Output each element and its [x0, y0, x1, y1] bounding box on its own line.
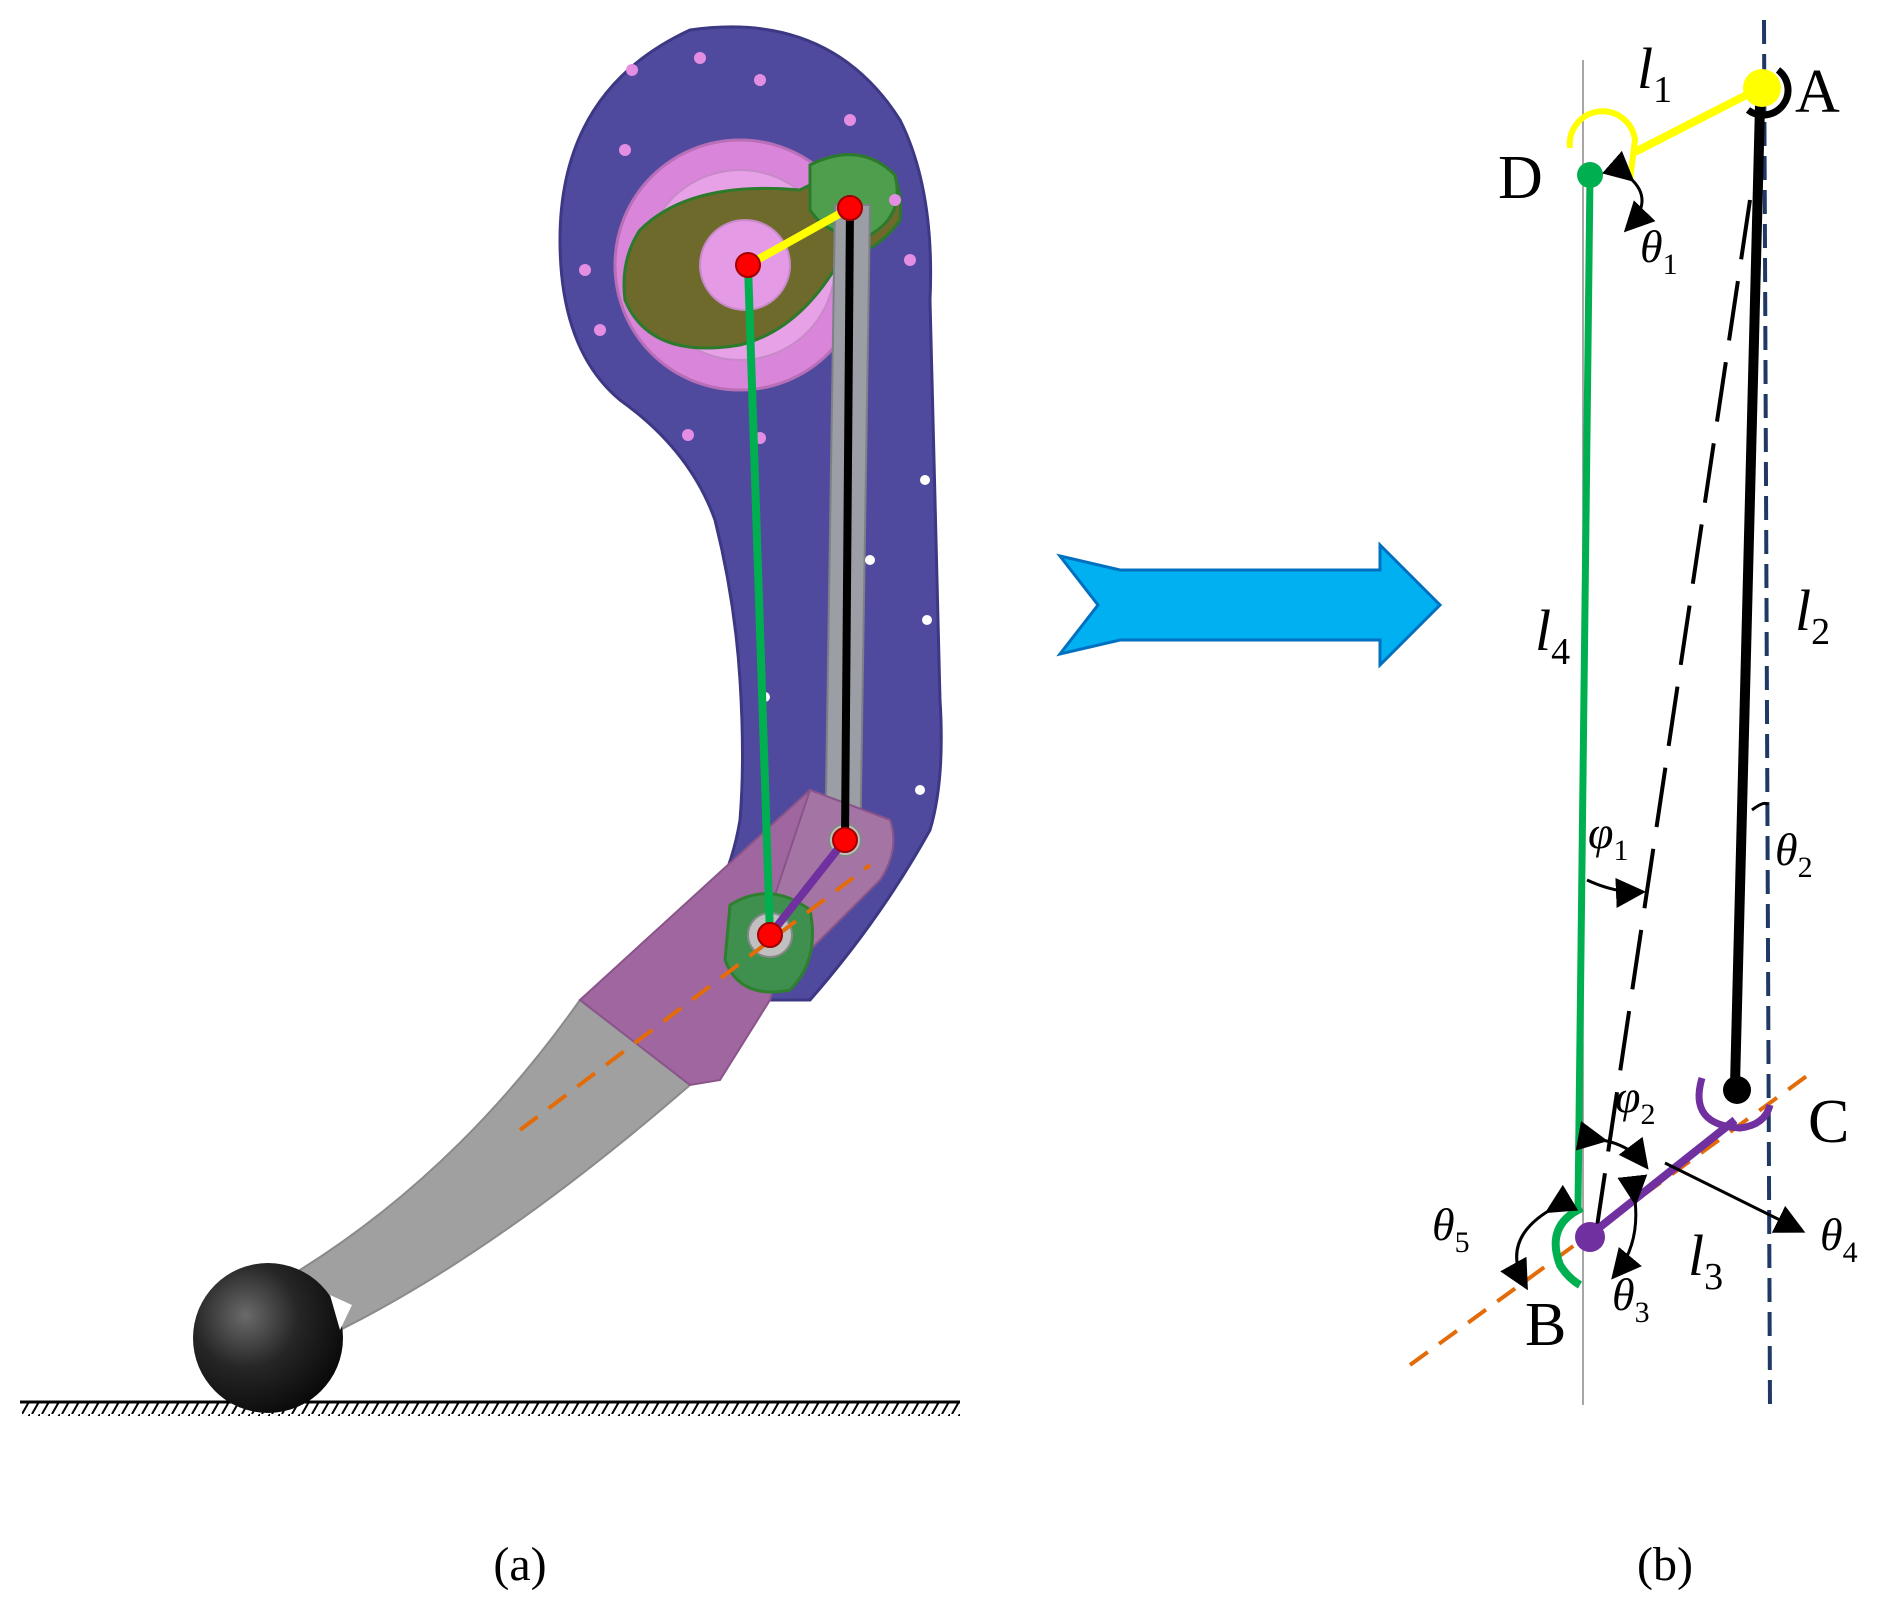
panel-a-leg-model: (a)	[20, 25, 960, 1591]
theta1-arrow	[1602, 150, 1656, 233]
link-l1-model	[746, 204, 852, 269]
phi1-arrow	[1586, 877, 1646, 908]
label-l2: l2	[1795, 578, 1830, 653]
link-l2	[1730, 104, 1765, 1086]
label-l4: l4	[1535, 598, 1570, 673]
joint-markers	[735, 195, 863, 948]
label-theta4: θ4	[1820, 1209, 1858, 1269]
label-theta2: θ2	[1775, 824, 1813, 884]
label-l3: l3	[1688, 1223, 1723, 1298]
vertical-reference-a	[1762, 19, 1772, 1411]
right-arrow-icon	[1056, 541, 1443, 669]
label-phi1: φ1	[1588, 807, 1628, 867]
joint-a	[1743, 67, 1792, 119]
reference-line-a	[518, 863, 872, 1132]
caption-a: (a)	[493, 1538, 546, 1591]
link-l4-model	[744, 264, 774, 936]
link-l4	[1574, 174, 1594, 1209]
link-l1	[1633, 84, 1762, 156]
caption-b: (b)	[1637, 1538, 1693, 1591]
label-theta3: θ3	[1612, 1269, 1650, 1329]
theta5-arrow	[1500, 1184, 1579, 1291]
label-point-b: B	[1525, 1291, 1566, 1359]
link-l3-model	[766, 837, 849, 938]
label-point-d: D	[1498, 144, 1543, 212]
ground-hatch-icon	[20, 1400, 960, 1416]
phi2-arrow	[1575, 1121, 1649, 1170]
label-point-c: C	[1808, 1088, 1849, 1156]
label-point-a: A	[1795, 58, 1840, 126]
dashed-line-bd	[1593, 199, 1752, 1241]
label-l1: l1	[1637, 36, 1672, 111]
joint-c	[1695, 1076, 1774, 1132]
joint-d	[1566, 108, 1639, 188]
reference-line-b	[1408, 1068, 1817, 1367]
label-phi2: φ2	[1615, 1071, 1655, 1131]
panel-b-kinematic-diagram: A D C B l1 l2 l3 l4 θ1 θ2 θ3 θ4 θ5 φ1 φ2…	[1408, 19, 1858, 1591]
link-l2-model	[841, 207, 854, 841]
lower-shank	[298, 998, 692, 1332]
label-theta1: θ1	[1640, 221, 1678, 281]
label-theta5: θ5	[1432, 1199, 1470, 1259]
theta3-arrow	[1611, 1174, 1648, 1280]
theta2-arrow	[1751, 801, 1770, 812]
theta4-arrow	[1664, 1161, 1806, 1233]
ball-foot	[193, 1263, 352, 1413]
